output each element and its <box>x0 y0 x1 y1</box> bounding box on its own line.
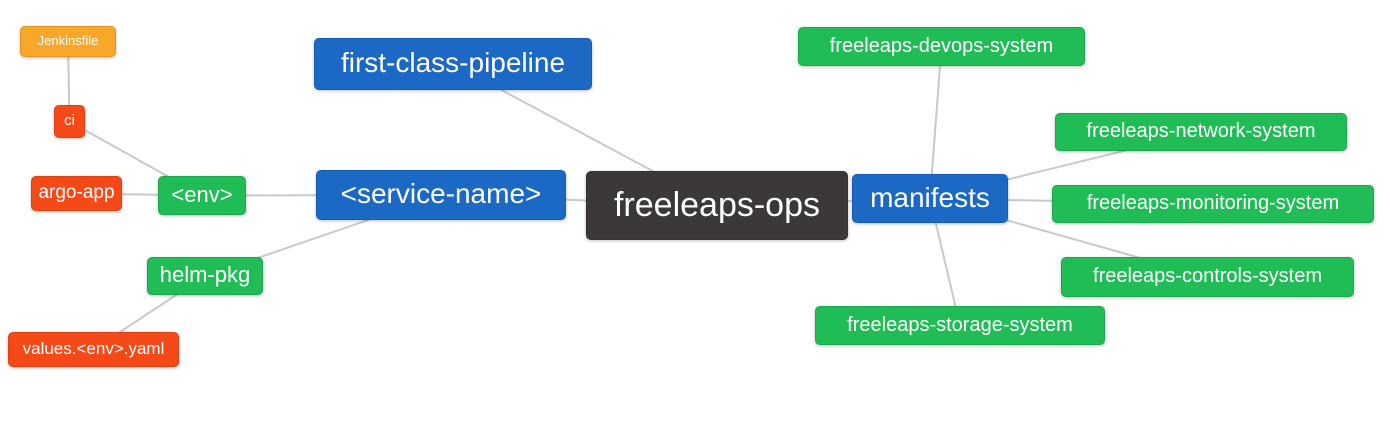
node-freeleaps-network-system[interactable]: freeleaps-network-system <box>1055 113 1347 151</box>
node-env[interactable]: <env> <box>158 176 246 215</box>
node-manifests[interactable]: manifests <box>852 174 1008 223</box>
node-freeleaps-controls-system[interactable]: freeleaps-controls-system <box>1061 257 1354 297</box>
node-freeleaps-storage-system[interactable]: freeleaps-storage-system <box>815 306 1105 345</box>
node-freeleaps-ops[interactable]: freeleaps-ops <box>586 171 848 240</box>
node-ci[interactable]: ci <box>54 105 85 138</box>
node-jenkinsfile[interactable]: Jenkinsfile <box>20 26 116 57</box>
node-argo-app[interactable]: argo-app <box>31 176 122 211</box>
node-service-name[interactable]: <service-name> <box>316 170 566 220</box>
node-freeleaps-monitoring-system[interactable]: freeleaps-monitoring-system <box>1052 185 1374 223</box>
edge-manifests--freeleaps-devops-system <box>929 46 943 199</box>
node-first-class-pipeline[interactable]: first-class-pipeline <box>314 38 592 90</box>
node-freeleaps-devops-system[interactable]: freeleaps-devops-system <box>798 27 1085 66</box>
node-values-env-yaml[interactable]: values.<env>.yaml <box>8 332 179 367</box>
node-helm-pkg[interactable]: helm-pkg <box>147 257 263 295</box>
